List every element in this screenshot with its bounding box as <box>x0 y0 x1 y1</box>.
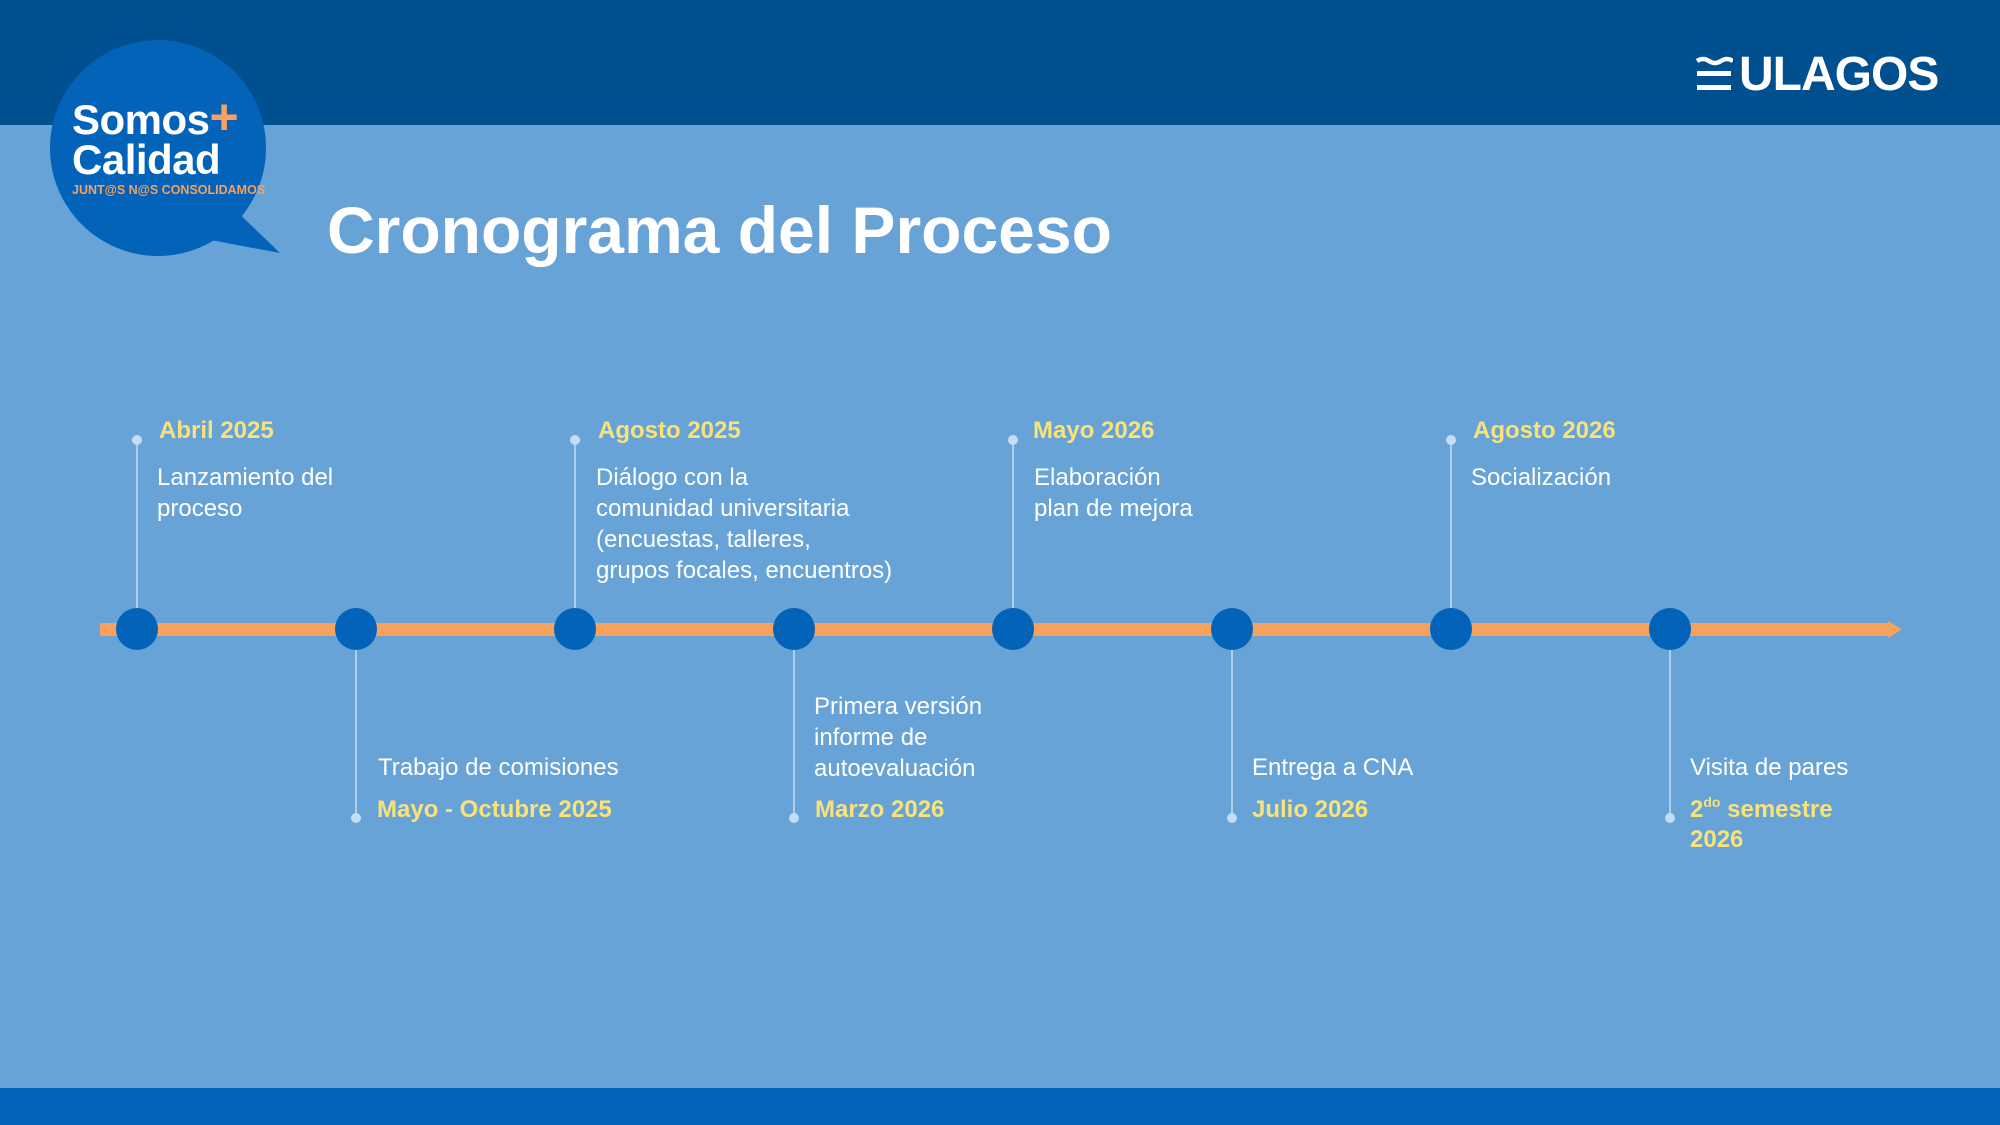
page-title: Cronograma del Proceso <box>327 193 1112 267</box>
milestone-6-node <box>1211 608 1253 650</box>
milestone-1-description: Lanzamiento del proceso <box>157 462 333 524</box>
milestone-8-date-sup: do <box>1703 794 1721 810</box>
footer-bar <box>0 1088 2000 1125</box>
milestone-8-date-year: 2026 <box>1690 826 1744 853</box>
milestone-4-connector-dot <box>789 813 799 823</box>
badge-line2: Calidad <box>72 136 221 183</box>
milestone-2-date: Mayo - Octubre 2025 <box>377 796 612 823</box>
milestone-3-node <box>554 608 596 650</box>
milestone-8-desc-line: Visita de pares <box>1690 754 1849 781</box>
milestone-2-desc-line: Trabajo de comisiones <box>378 754 619 781</box>
milestone-6-connector-dot <box>1227 813 1237 823</box>
milestone-8-date-part: semestre <box>1720 796 1833 823</box>
milestone-7-connector-dot <box>1446 435 1456 445</box>
milestone-4-desc-line: Primera versión <box>814 693 983 720</box>
header-bar <box>0 0 2000 125</box>
milestone-5-node <box>992 608 1034 650</box>
milestone-8-description: Visita de pares <box>1690 752 1848 783</box>
milestone-7-node <box>1430 608 1472 650</box>
speech-bubble-icon <box>50 40 280 256</box>
milestone-1-desc-line: Lanzamiento del <box>157 464 334 491</box>
connector-lines <box>132 435 1675 823</box>
milestone-6-desc-line: Entrega a CNA <box>1252 754 1414 781</box>
milestone-6-date: Julio 2026 <box>1252 796 1369 823</box>
milestone-7-desc-line: Socialización <box>1471 464 1612 491</box>
badge-tagline: JUNT@S N@S CONSOLIDAMOS <box>72 183 266 197</box>
milestone-4-node <box>773 608 815 650</box>
milestone-8-date: 2do semestre 2026 <box>1690 795 1833 855</box>
milestone-3-desc-line: grupos focales, encuentros) <box>596 557 893 584</box>
badge-line1: Somos <box>72 96 210 143</box>
milestone-5-desc-line: plan de mejora <box>1034 495 1193 522</box>
brand-name: ULAGOS <box>1739 48 1939 101</box>
milestone-2-description: Trabajo de comisiones <box>378 752 619 783</box>
waves-icon <box>1695 56 1733 90</box>
milestone-4-date: Marzo 2026 <box>815 796 945 823</box>
milestone-5-description: Elaboración plan de mejora <box>1034 462 1193 524</box>
milestone-3-description: Diálogo con la comunidad universitaria (… <box>596 462 892 586</box>
timeline-nodes <box>116 608 1691 650</box>
milestone-1-connector-dot <box>132 435 142 445</box>
milestone-5-date: Mayo 2026 <box>1033 417 1155 444</box>
milestone-7-description: Socialización <box>1471 462 1611 493</box>
milestone-6-description: Entrega a CNA <box>1252 752 1413 783</box>
milestone-3-connector-dot <box>570 435 580 445</box>
somos-calidad-badge: Somos+ Calidad JUNT@S N@S CONSOLIDAMOS <box>50 40 280 260</box>
milestone-8-connector-dot <box>1665 813 1675 823</box>
milestone-4-description: Primera versión informe de autoevaluació… <box>814 691 982 784</box>
milestone-3-desc-line: Diálogo con la <box>596 464 749 491</box>
ulagos-logo: ULAGOS <box>1695 48 1939 101</box>
milestone-2-connector-dot <box>351 813 361 823</box>
milestone-1-node <box>116 608 158 650</box>
milestone-3-desc-line: (encuestas, talleres, <box>596 526 811 553</box>
milestone-3-date: Agosto 2025 <box>598 417 741 444</box>
milestone-3-desc-line: comunidad universitaria <box>596 495 850 522</box>
milestone-1-desc-line: proceso <box>157 495 243 522</box>
milestone-5-desc-line: Elaboración <box>1034 464 1161 491</box>
badge-wordmark: Somos+ Calidad <box>72 92 239 183</box>
badge-plus: + <box>209 89 239 145</box>
milestone-8-date-part: 2 <box>1690 796 1704 823</box>
milestone-4-desc-line: autoevaluación <box>814 755 976 782</box>
milestone-5-connector-dot <box>1008 435 1018 445</box>
milestone-2-node <box>335 608 377 650</box>
milestone-7-date: Agosto 2026 <box>1473 417 1616 444</box>
milestone-4-desc-line: informe de <box>814 724 928 751</box>
milestone-8-node <box>1649 608 1691 650</box>
milestone-1-date: Abril 2025 <box>159 417 274 444</box>
